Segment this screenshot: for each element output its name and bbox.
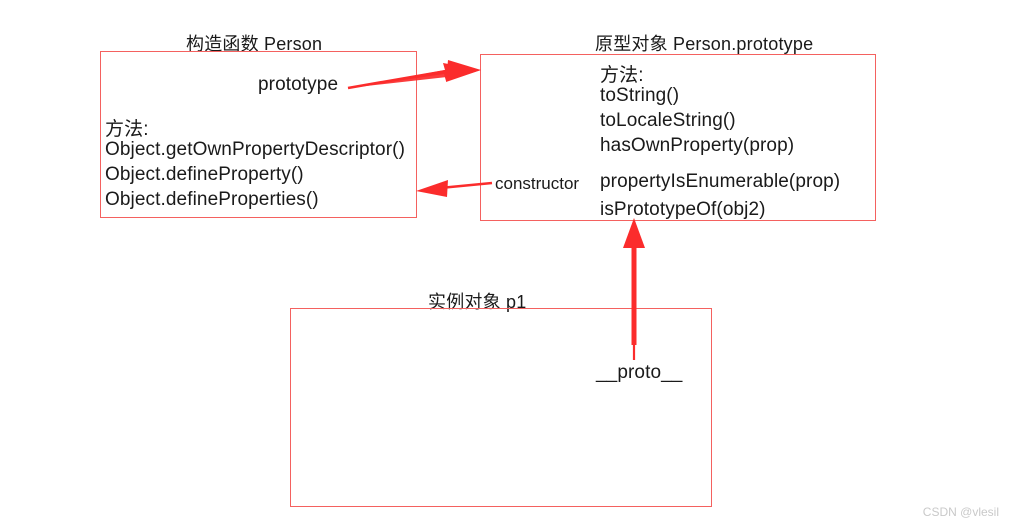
prototype-box-constructor-label: constructor xyxy=(495,174,580,193)
prototype-box-methods-heading: 方法: xyxy=(600,65,644,86)
constructor-box-methods-heading: 方法: xyxy=(105,119,149,140)
constructor-box-prototype-label: prototype xyxy=(258,74,339,95)
prototype-box-content-clip: 方法: toString() toLocaleString() hasOwnPr… xyxy=(481,55,875,220)
prototype-box-method-3: propertyIsEnumerable(prop) xyxy=(600,171,841,192)
prototype-box xyxy=(480,54,876,221)
constructor-box xyxy=(100,51,417,218)
constructor-box-method-0: Object.getOwnPropertyDescriptor() xyxy=(105,139,406,160)
prototype-box-method-4: isPrototypeOf(obj2) xyxy=(600,199,766,220)
instance-box xyxy=(290,308,712,507)
constructor-box-method-1: Object.defineProperty() xyxy=(105,164,304,185)
constructor-box-method-2: Object.defineProperties() xyxy=(105,189,319,210)
instance-box-proto-label: __proto__ xyxy=(596,362,683,383)
constructor-box-title: 构造函数 Person xyxy=(186,34,323,54)
instance-box-title: 实例对象 p1 xyxy=(428,292,527,312)
prototype-box-method-1: toLocaleString() xyxy=(600,110,736,131)
watermark: CSDN @vlesil xyxy=(922,505,999,519)
prototype-box-method-2: hasOwnProperty(prop) xyxy=(600,135,795,156)
prototype-box-title: 原型对象 Person.prototype xyxy=(595,34,814,54)
prototype-box-method-0: toString() xyxy=(600,85,680,106)
